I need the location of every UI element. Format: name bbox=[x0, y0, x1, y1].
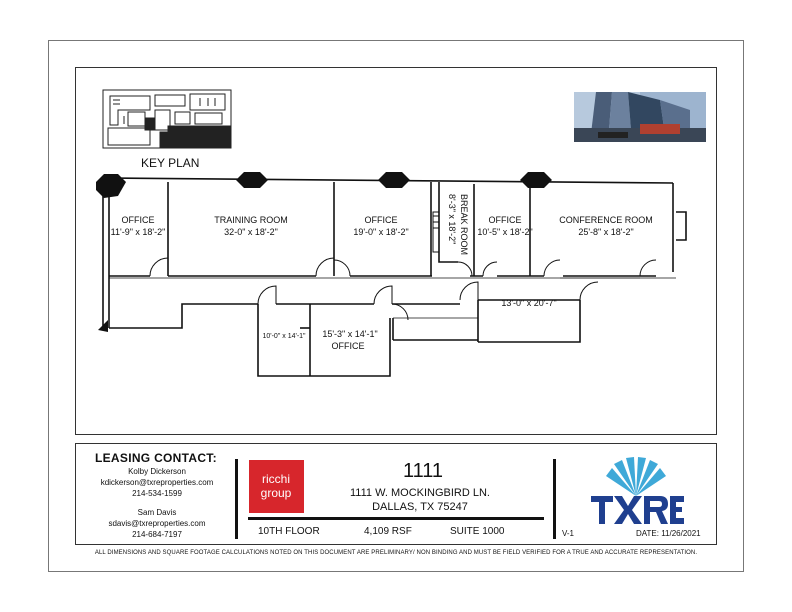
contact-1-name: Kolby Dickerson bbox=[128, 467, 186, 476]
room-office-2-name: OFFICE bbox=[364, 215, 398, 225]
ricchi-logo-line1: ricchi bbox=[261, 472, 291, 486]
sheet-version: V-1 bbox=[562, 529, 575, 538]
room-break-name: BREAK ROOM bbox=[459, 194, 469, 256]
sheet-date: DATE: 11/26/2021 bbox=[636, 529, 701, 538]
room-training-dim: 32-0" x 18'-2" bbox=[224, 227, 278, 237]
room-office-3-name: OFFICE bbox=[488, 215, 522, 225]
building-photo bbox=[574, 92, 706, 142]
property-rsf: 4,109 RSF bbox=[364, 526, 412, 537]
property-address-2: DALLAS, TX 75247 bbox=[372, 501, 468, 513]
room-office-2-dim: 19'-0" x 18'-2" bbox=[353, 227, 409, 237]
ricchi-logo-line2: group bbox=[260, 486, 292, 500]
sheet-border bbox=[48, 40, 744, 572]
room-training-name: TRAINING ROOM bbox=[214, 215, 288, 225]
disclaimer: ALL DIMENSIONS AND SQUARE FOOTAGE CALCUL… bbox=[94, 550, 698, 556]
room-office-4-dim: 15'-3" x 14'-1" bbox=[322, 329, 378, 339]
title-rule bbox=[248, 517, 544, 520]
room-small-dim: 10'-0" x 14'-1" bbox=[262, 333, 306, 340]
columns bbox=[96, 172, 552, 332]
room-office-4-name: OFFICE bbox=[331, 341, 365, 351]
property-suite: SUITE 1000 bbox=[450, 526, 505, 537]
contact-2-name: Sam Davis bbox=[137, 508, 177, 517]
contact-2-phone: 214-684-7197 bbox=[132, 530, 182, 539]
room-office-1-name: OFFICE bbox=[121, 215, 155, 225]
title-block-frame bbox=[75, 443, 717, 545]
room-break-dim: 8'-3" x 18'-2" bbox=[447, 194, 457, 245]
room-office-3-dim: 10'-5" x 18'-2" bbox=[477, 227, 533, 237]
contact-1-phone: 214-534-1599 bbox=[132, 489, 182, 498]
leasing-heading: LEASING CONTACT: bbox=[95, 451, 217, 465]
ricchi-group-logo: ricchi group bbox=[249, 460, 304, 513]
walls bbox=[102, 177, 687, 377]
door-swings bbox=[149, 257, 657, 321]
room-open-area-dim: 13'-0" x 20'-7" bbox=[501, 298, 557, 308]
room-office-1-dim: 11'-9" x 18'-2" bbox=[110, 227, 166, 237]
key-plan-label: KEY PLAN bbox=[141, 156, 200, 170]
room-conference-dim: 25'-8" x 18'-2" bbox=[578, 227, 634, 237]
room-conference-name: CONFERENCE ROOM bbox=[559, 215, 653, 225]
contact-1-email[interactable]: kdickerson@txreproperties.com bbox=[100, 478, 214, 487]
contact-2-email[interactable]: sdavis@txreproperties.com bbox=[108, 519, 206, 528]
floor-plan-frame bbox=[75, 67, 717, 435]
title-divider-left bbox=[235, 459, 238, 539]
title-divider-right bbox=[553, 459, 556, 539]
property-address-1: 1111 W. MOCKINGBIRD LN. bbox=[350, 487, 490, 499]
key-plan-drawing bbox=[102, 89, 232, 149]
property-name: 1111 bbox=[402, 460, 444, 482]
property-floor: 10TH FLOOR bbox=[258, 526, 320, 537]
